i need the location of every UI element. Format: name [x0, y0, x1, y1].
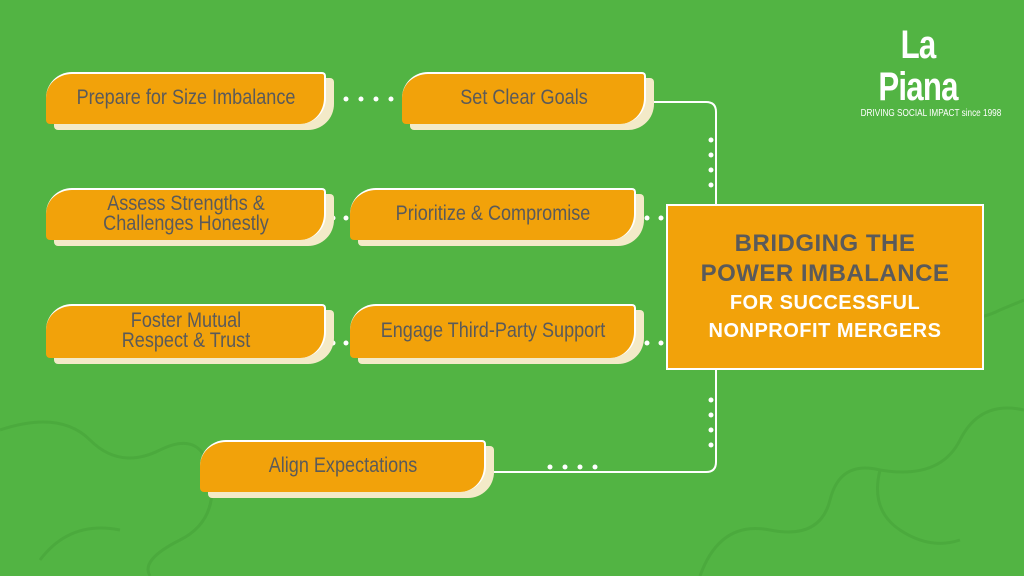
center-title-line-1: BRIDGING THE — [734, 230, 916, 257]
brand-name: La Piana — [878, 23, 958, 109]
step-assess-strengths: Assess Strengths & Challenges Honestly — [46, 188, 334, 246]
center-title-line-2: POWER IMBALANCE — [700, 260, 950, 287]
connector-top — [648, 101, 717, 204]
step-label: Prepare for Size Imbalance — [76, 86, 296, 109]
step-label: Prioritize & Compromise — [395, 202, 591, 225]
center-title-line-3: FOR SUCCESSFUL — [729, 292, 921, 314]
step-label: Assess Strengths & Challenges Honestly — [103, 192, 269, 235]
step-label: Align Expectations — [268, 454, 418, 477]
dotted-links — [330, 96, 714, 470]
step-set-clear-goals: Set Clear Goals — [402, 72, 654, 130]
step-label: Engage Third-Party Support — [380, 319, 606, 342]
step-label: Set Clear Goals — [460, 86, 588, 109]
step-engage-third-party: Engage Third-Party Support — [350, 304, 644, 364]
brand-tagline: DRIVING SOCIAL IMPACT since 1998 — [860, 108, 1002, 119]
brand-logo: La Piana DRIVING SOCIAL IMPACT since 199… — [848, 23, 1002, 119]
step-prepare-size-imbalance: Prepare for Size Imbalance — [46, 72, 334, 130]
connector-lines — [470, 101, 717, 473]
step-align-expectations: Align Expectations — [200, 440, 494, 498]
step-foster-mutual-respect: Foster Mutual Respect & Trust — [46, 304, 334, 364]
center-title-line-4: NONPROFIT MERGERS — [708, 320, 942, 342]
connector-bottom — [470, 370, 717, 473]
step-prioritize-compromise: Prioritize & Compromise — [350, 188, 644, 246]
center-title-box: BRIDGING THE POWER IMBALANCE FOR SUCCESS… — [666, 204, 984, 370]
step-label: Foster Mutual Respect & Trust — [121, 309, 251, 352]
